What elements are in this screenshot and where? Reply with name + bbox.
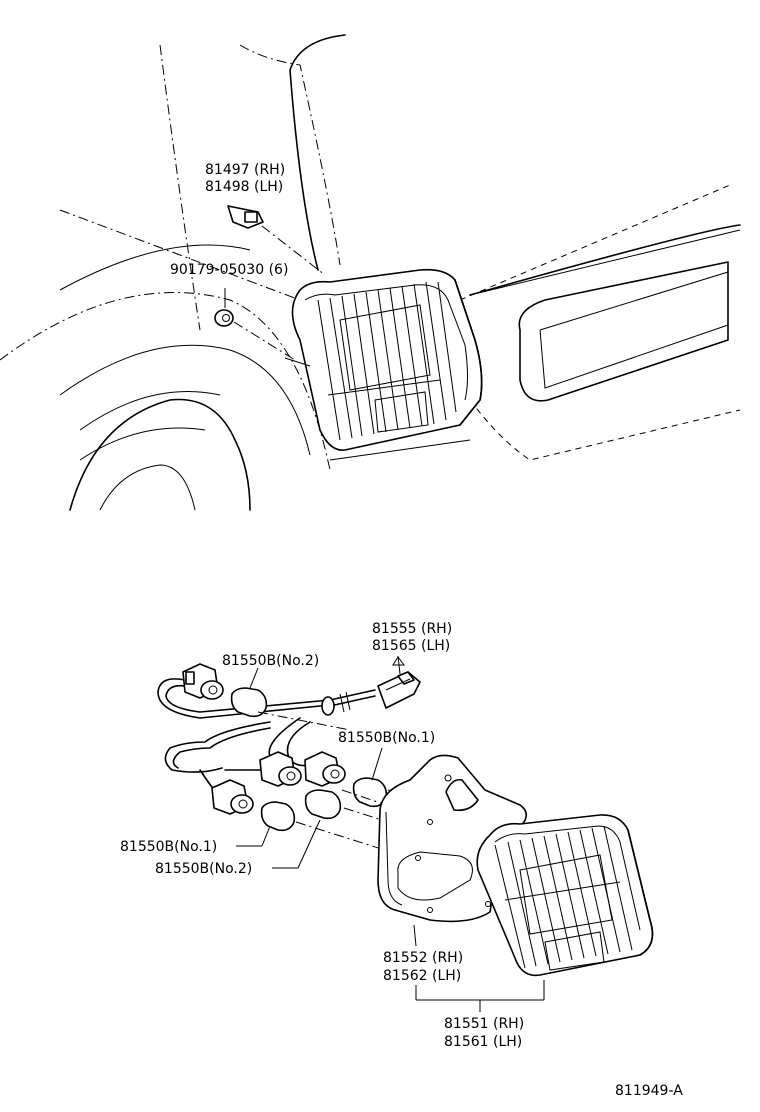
wiring-harness [157,678,376,796]
leader-lines [236,667,545,1012]
label-housing-rh: 81552 (RH) [383,950,463,966]
socket-bottom [211,779,254,815]
nut-90179 [214,288,296,361]
label-socket-lh: 81565 (LH) [372,638,450,654]
label-side-marker-rh: 81497 (RH) [205,162,285,178]
bulb-no2-bottom [304,789,342,820]
vehicle-body-outline [0,34,741,511]
tail-lamp-installed [284,268,483,451]
label-bulb-no2-top: 81550B(No.2) [222,653,319,669]
figure-code: 811949-A [615,1083,683,1099]
socket-top [182,663,224,700]
label-lamp-rh: 81551 (RH) [444,1016,524,1032]
label-side-marker-lh: 81498 (LH) [205,179,283,195]
label-bulb-no1-left: 81550B(No.1) [120,839,217,855]
bulb-no1-left [260,801,296,832]
side-marker-clip [227,205,326,276]
label-socket-rh: 81555 (RH) [372,621,452,637]
label-lamp-lh: 81561 (LH) [444,1034,522,1050]
label-nut: 90179-05030 (6) [170,262,288,278]
label-bulb-no1-right: 81550B(No.1) [338,730,435,746]
tail-lamp-lens-81551 [476,814,654,977]
label-bulb-no2-bottom: 81550B(No.2) [155,861,252,877]
socket-middle [259,751,302,787]
connector-81555 [377,655,421,709]
bulb-no2-top [230,687,268,718]
label-housing-lh: 81562 (LH) [383,968,461,984]
socket-right [304,751,346,787]
